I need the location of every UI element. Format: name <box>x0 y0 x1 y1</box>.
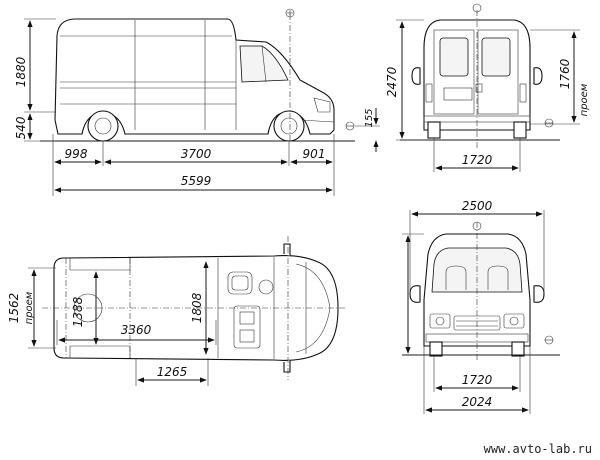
rear-track-width-dim: 1720 <box>462 153 493 167</box>
cargo-width-dim: 1808 <box>190 292 204 323</box>
rear-overhang-dim: 901 <box>303 147 326 161</box>
door-opening-height-dim: 1760 <box>558 58 572 89</box>
floor-height-dim: 540 <box>14 116 28 139</box>
wheel-arch-width-dim: 1388 <box>71 296 85 327</box>
side-view: 1880 540 155 998 3700 901 5599 <box>14 8 380 196</box>
body-height-dim: 1880 <box>14 56 28 87</box>
cargo-length-dim: 3360 <box>121 323 152 337</box>
front-width-mirrors-dim: 2500 <box>462 199 493 213</box>
overall-length-dim: 5599 <box>181 174 212 188</box>
door-opening-label: проем <box>579 83 590 116</box>
wheelbase-dim: 3700 <box>181 147 212 161</box>
overall-height-dim: 2470 <box>385 66 399 97</box>
ground-clearance-dim: 155 <box>364 108 375 127</box>
side-door-width-dim: 1265 <box>157 365 188 379</box>
rear-opening-label: проем <box>24 291 35 324</box>
top-view: 3360 1808 1388 1562 проем 1265 <box>7 236 346 386</box>
watermark: www.avto-lab.ru <box>483 442 592 456</box>
front-body-width-dim: 2024 <box>462 395 493 409</box>
front-overhang-dim: 998 <box>65 147 88 161</box>
front-track-width-dim: 1720 <box>462 373 493 387</box>
rear-opening-width-dim: 1562 <box>7 293 21 324</box>
front-view: 2500 1720 2024 <box>402 199 560 414</box>
rear-view: 2470 1760 проем 1720 <box>385 3 590 172</box>
